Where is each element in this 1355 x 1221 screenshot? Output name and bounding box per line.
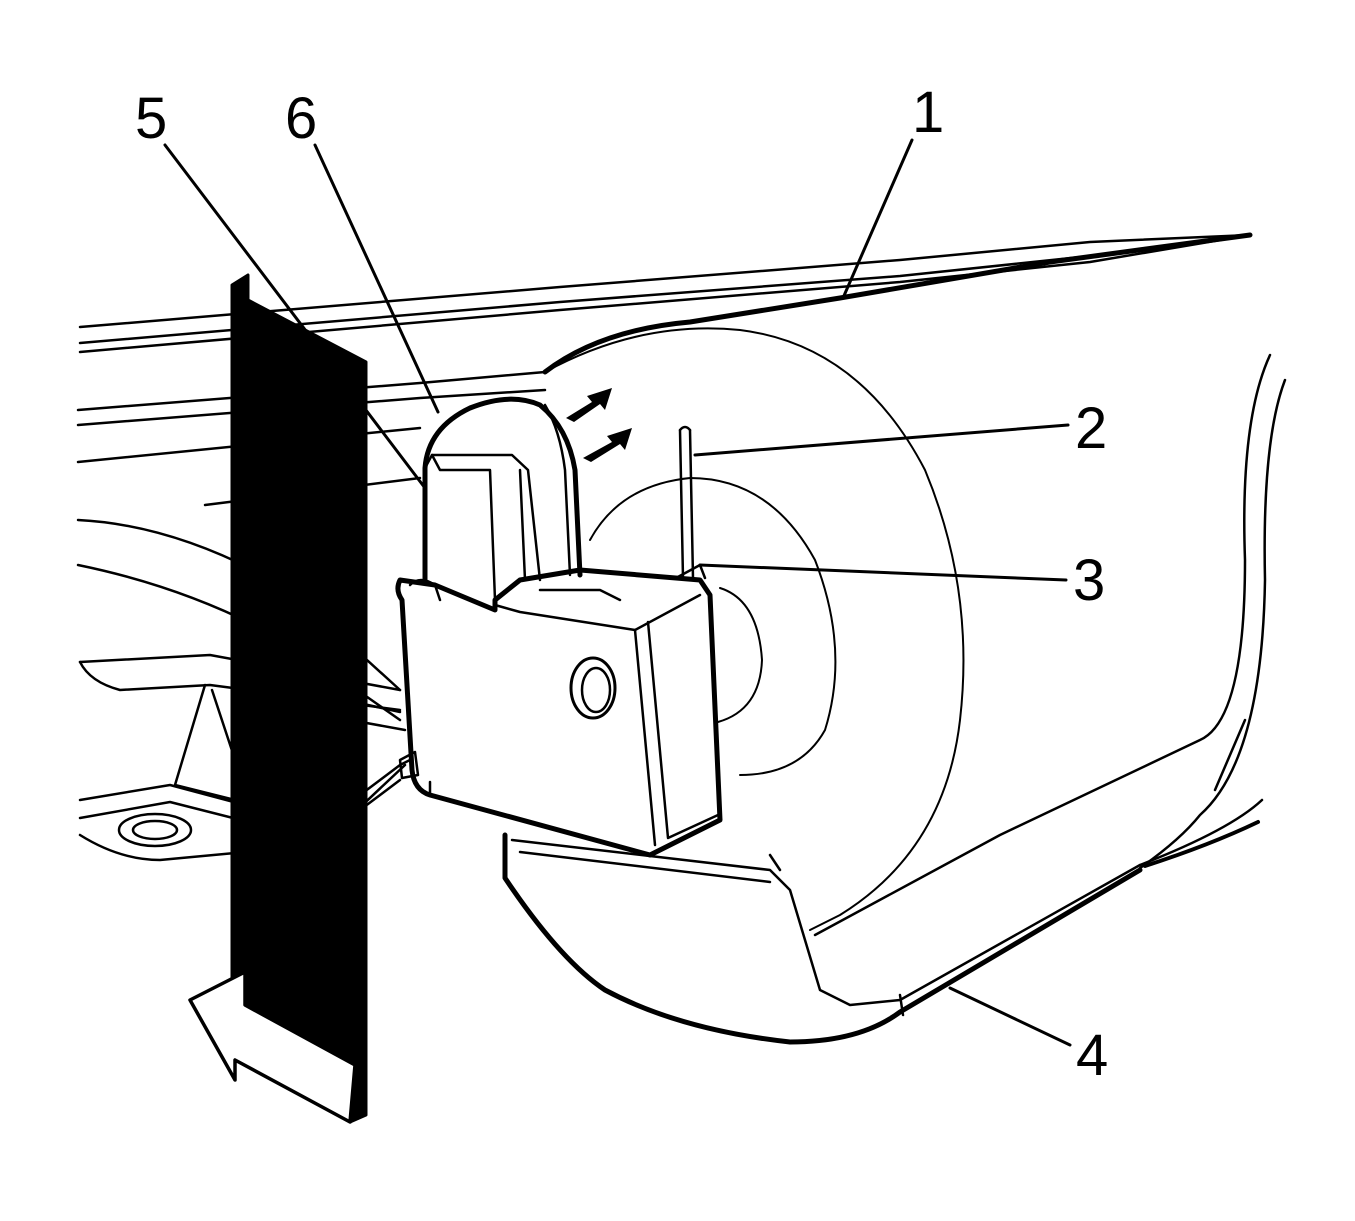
callouts: 1 2 3 4 5 6 [135, 80, 1108, 1088]
callout-3: 3 [1073, 548, 1105, 613]
lower-deflector [502, 832, 1143, 1045]
leader-line-4 [948, 986, 1072, 1047]
motion-arrow-icon [566, 388, 632, 462]
leader-line-2 [693, 423, 1070, 457]
leader-line-3 [698, 563, 1068, 582]
leader-lines [163, 138, 1072, 1047]
callout-2: 2 [1075, 396, 1107, 461]
leader-line-6 [313, 143, 440, 414]
callout-5: 5 [135, 86, 167, 151]
leader-line-1 [841, 138, 914, 300]
sensor-module [395, 396, 723, 858]
wheel-disc [544, 327, 965, 931]
callout-1: 1 [912, 80, 944, 145]
callout-6: 6 [285, 86, 317, 151]
callout-4: 4 [1076, 1023, 1108, 1088]
locating-pin [674, 425, 707, 580]
panel-edge-bold [542, 232, 1253, 375]
view-direction-arrow-icon [188, 273, 368, 1124]
leader-line-5 [163, 143, 427, 490]
wheel-well-liner [813, 353, 1287, 937]
